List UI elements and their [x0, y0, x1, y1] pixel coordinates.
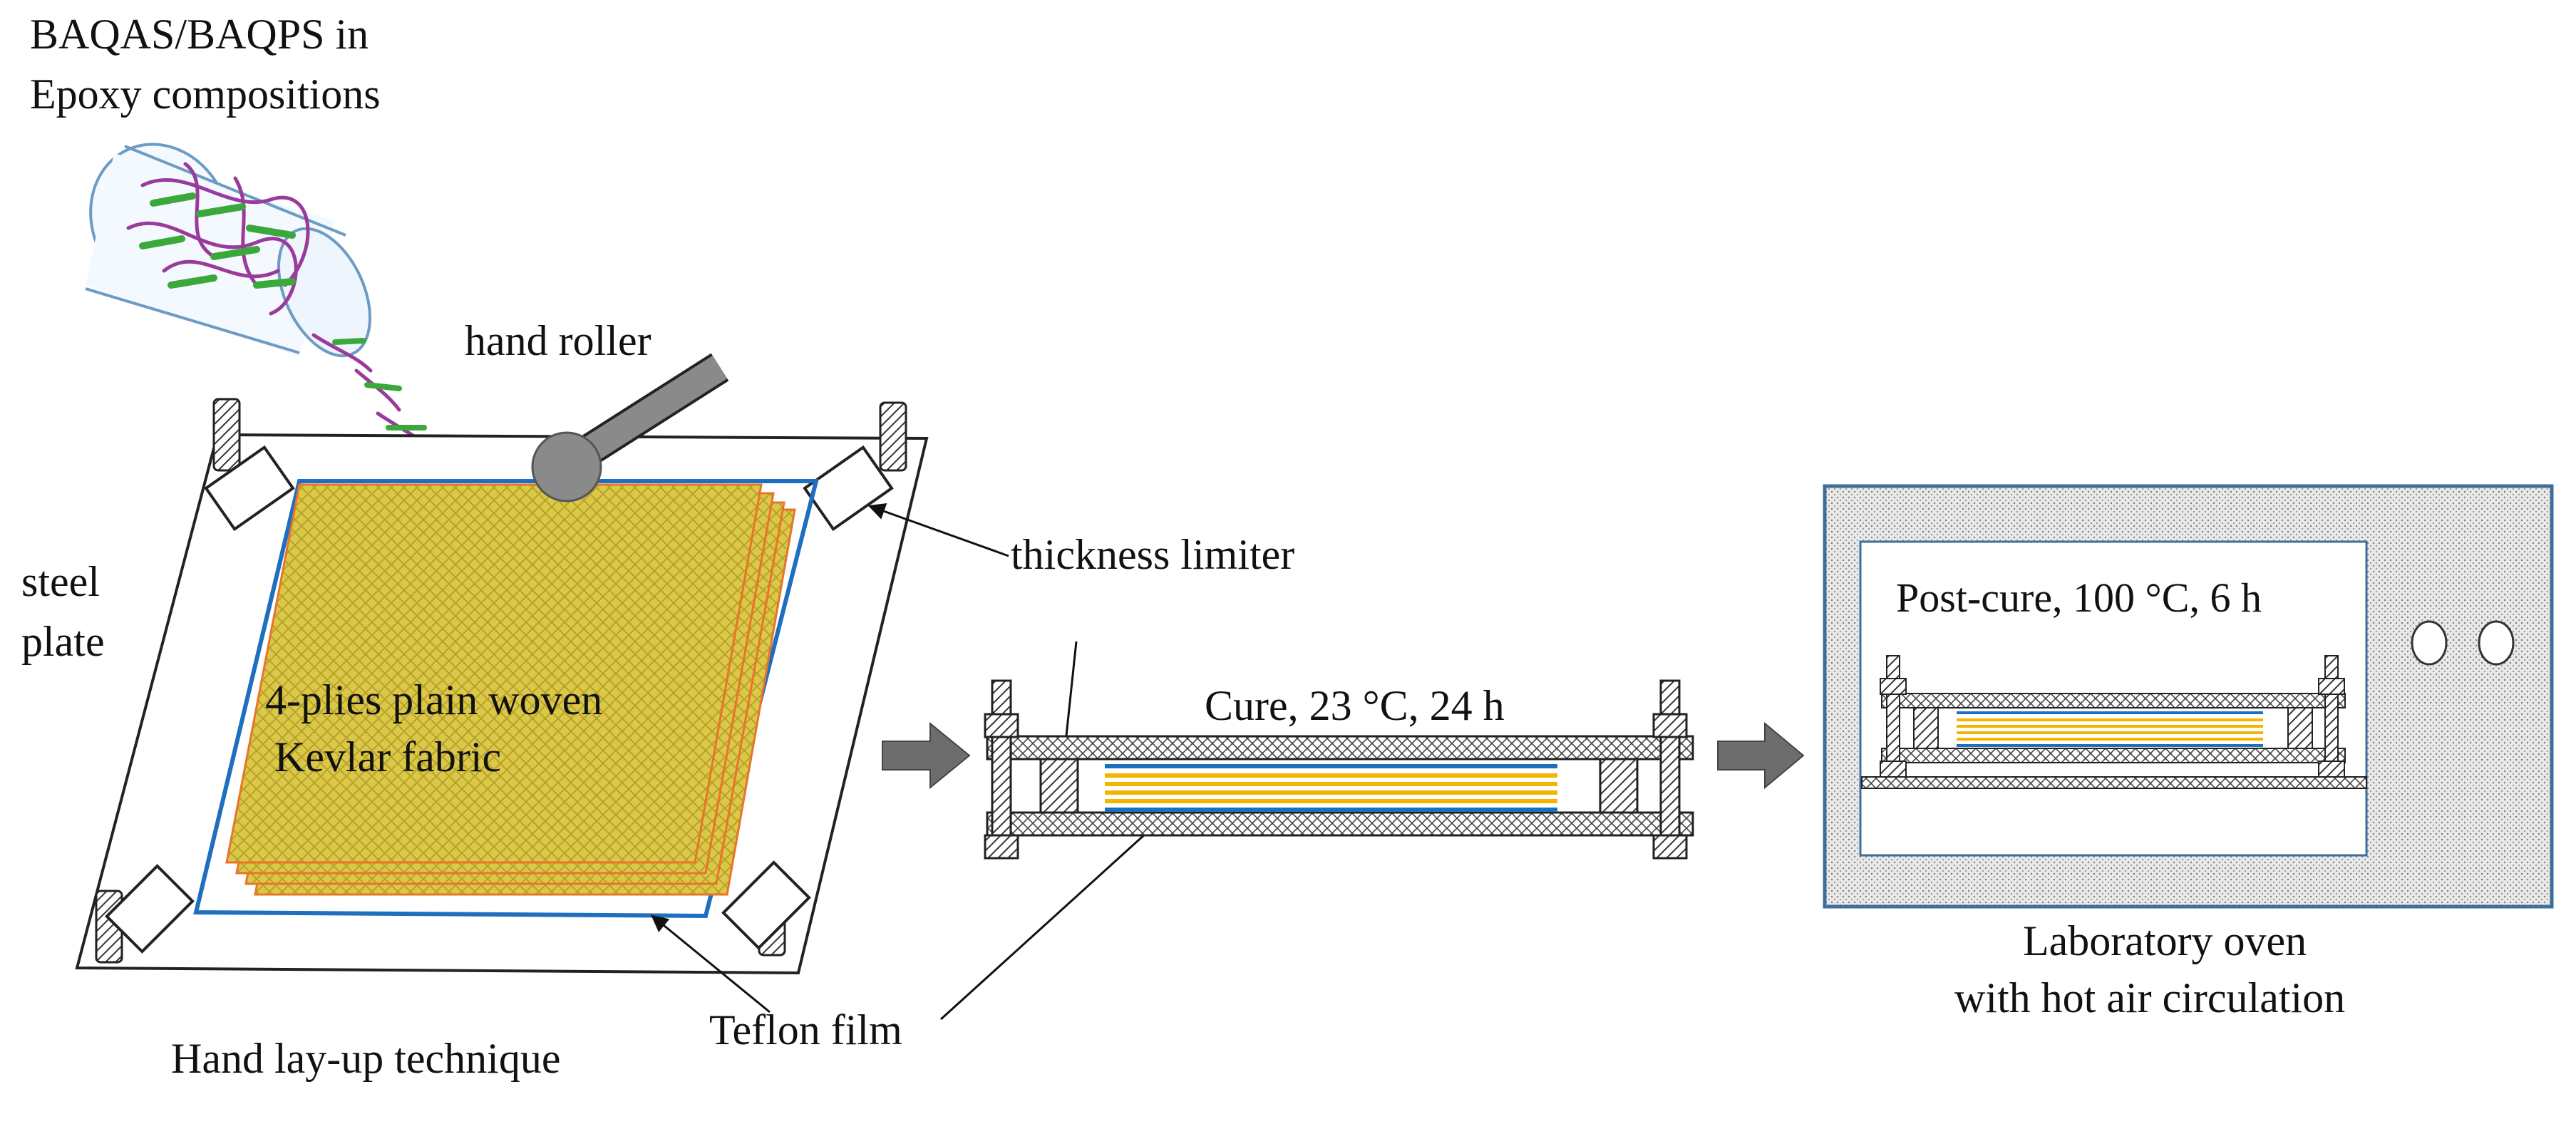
fabric-label-line1: 4-plies plain woven	[265, 676, 602, 723]
resin-label-line1: BAQAS/BAQPS in	[30, 11, 369, 58]
thickness-limiter-label: thickness limiter	[1011, 531, 1294, 578]
right-arrow-icon	[1717, 721, 1805, 790]
cure-mold	[984, 679, 1694, 860]
steel-plate-label-line2: plate	[21, 618, 105, 665]
right-arrow-icon	[882, 721, 971, 790]
resin-container	[85, 143, 459, 452]
kevlar-fabric-plies	[225, 483, 796, 896]
hand-roller-label: hand roller	[465, 317, 651, 364]
cure-label: Cure, 23 °C, 24 h	[1205, 682, 1505, 729]
oven-vent-1	[2411, 620, 2448, 666]
resin-molecules	[126, 162, 310, 316]
laboratory-oven	[1823, 484, 2554, 909]
fabric-label-line2: Kevlar fabric	[274, 733, 501, 780]
post-cure-label: Post-cure, 100 °C, 6 h	[1896, 574, 2262, 621]
leader-lines	[651, 503, 1170, 1021]
thickness-limiter-blocks	[105, 445, 894, 954]
teflon-film-label: Teflon film	[709, 1006, 902, 1053]
teflon-film	[193, 479, 819, 919]
oven-label-line2: with hot air circulation	[1954, 974, 2345, 1021]
technique-label: Hand lay-up technique	[171, 1035, 560, 1082]
oven-label-line1: Laboratory oven	[2023, 917, 2307, 964]
hand-roller	[531, 353, 729, 502]
resin-label-line2: Epoxy compositions	[30, 71, 381, 118]
steel-plate-label-line1: steel	[21, 558, 100, 605]
oven-vent-2	[2478, 620, 2515, 666]
